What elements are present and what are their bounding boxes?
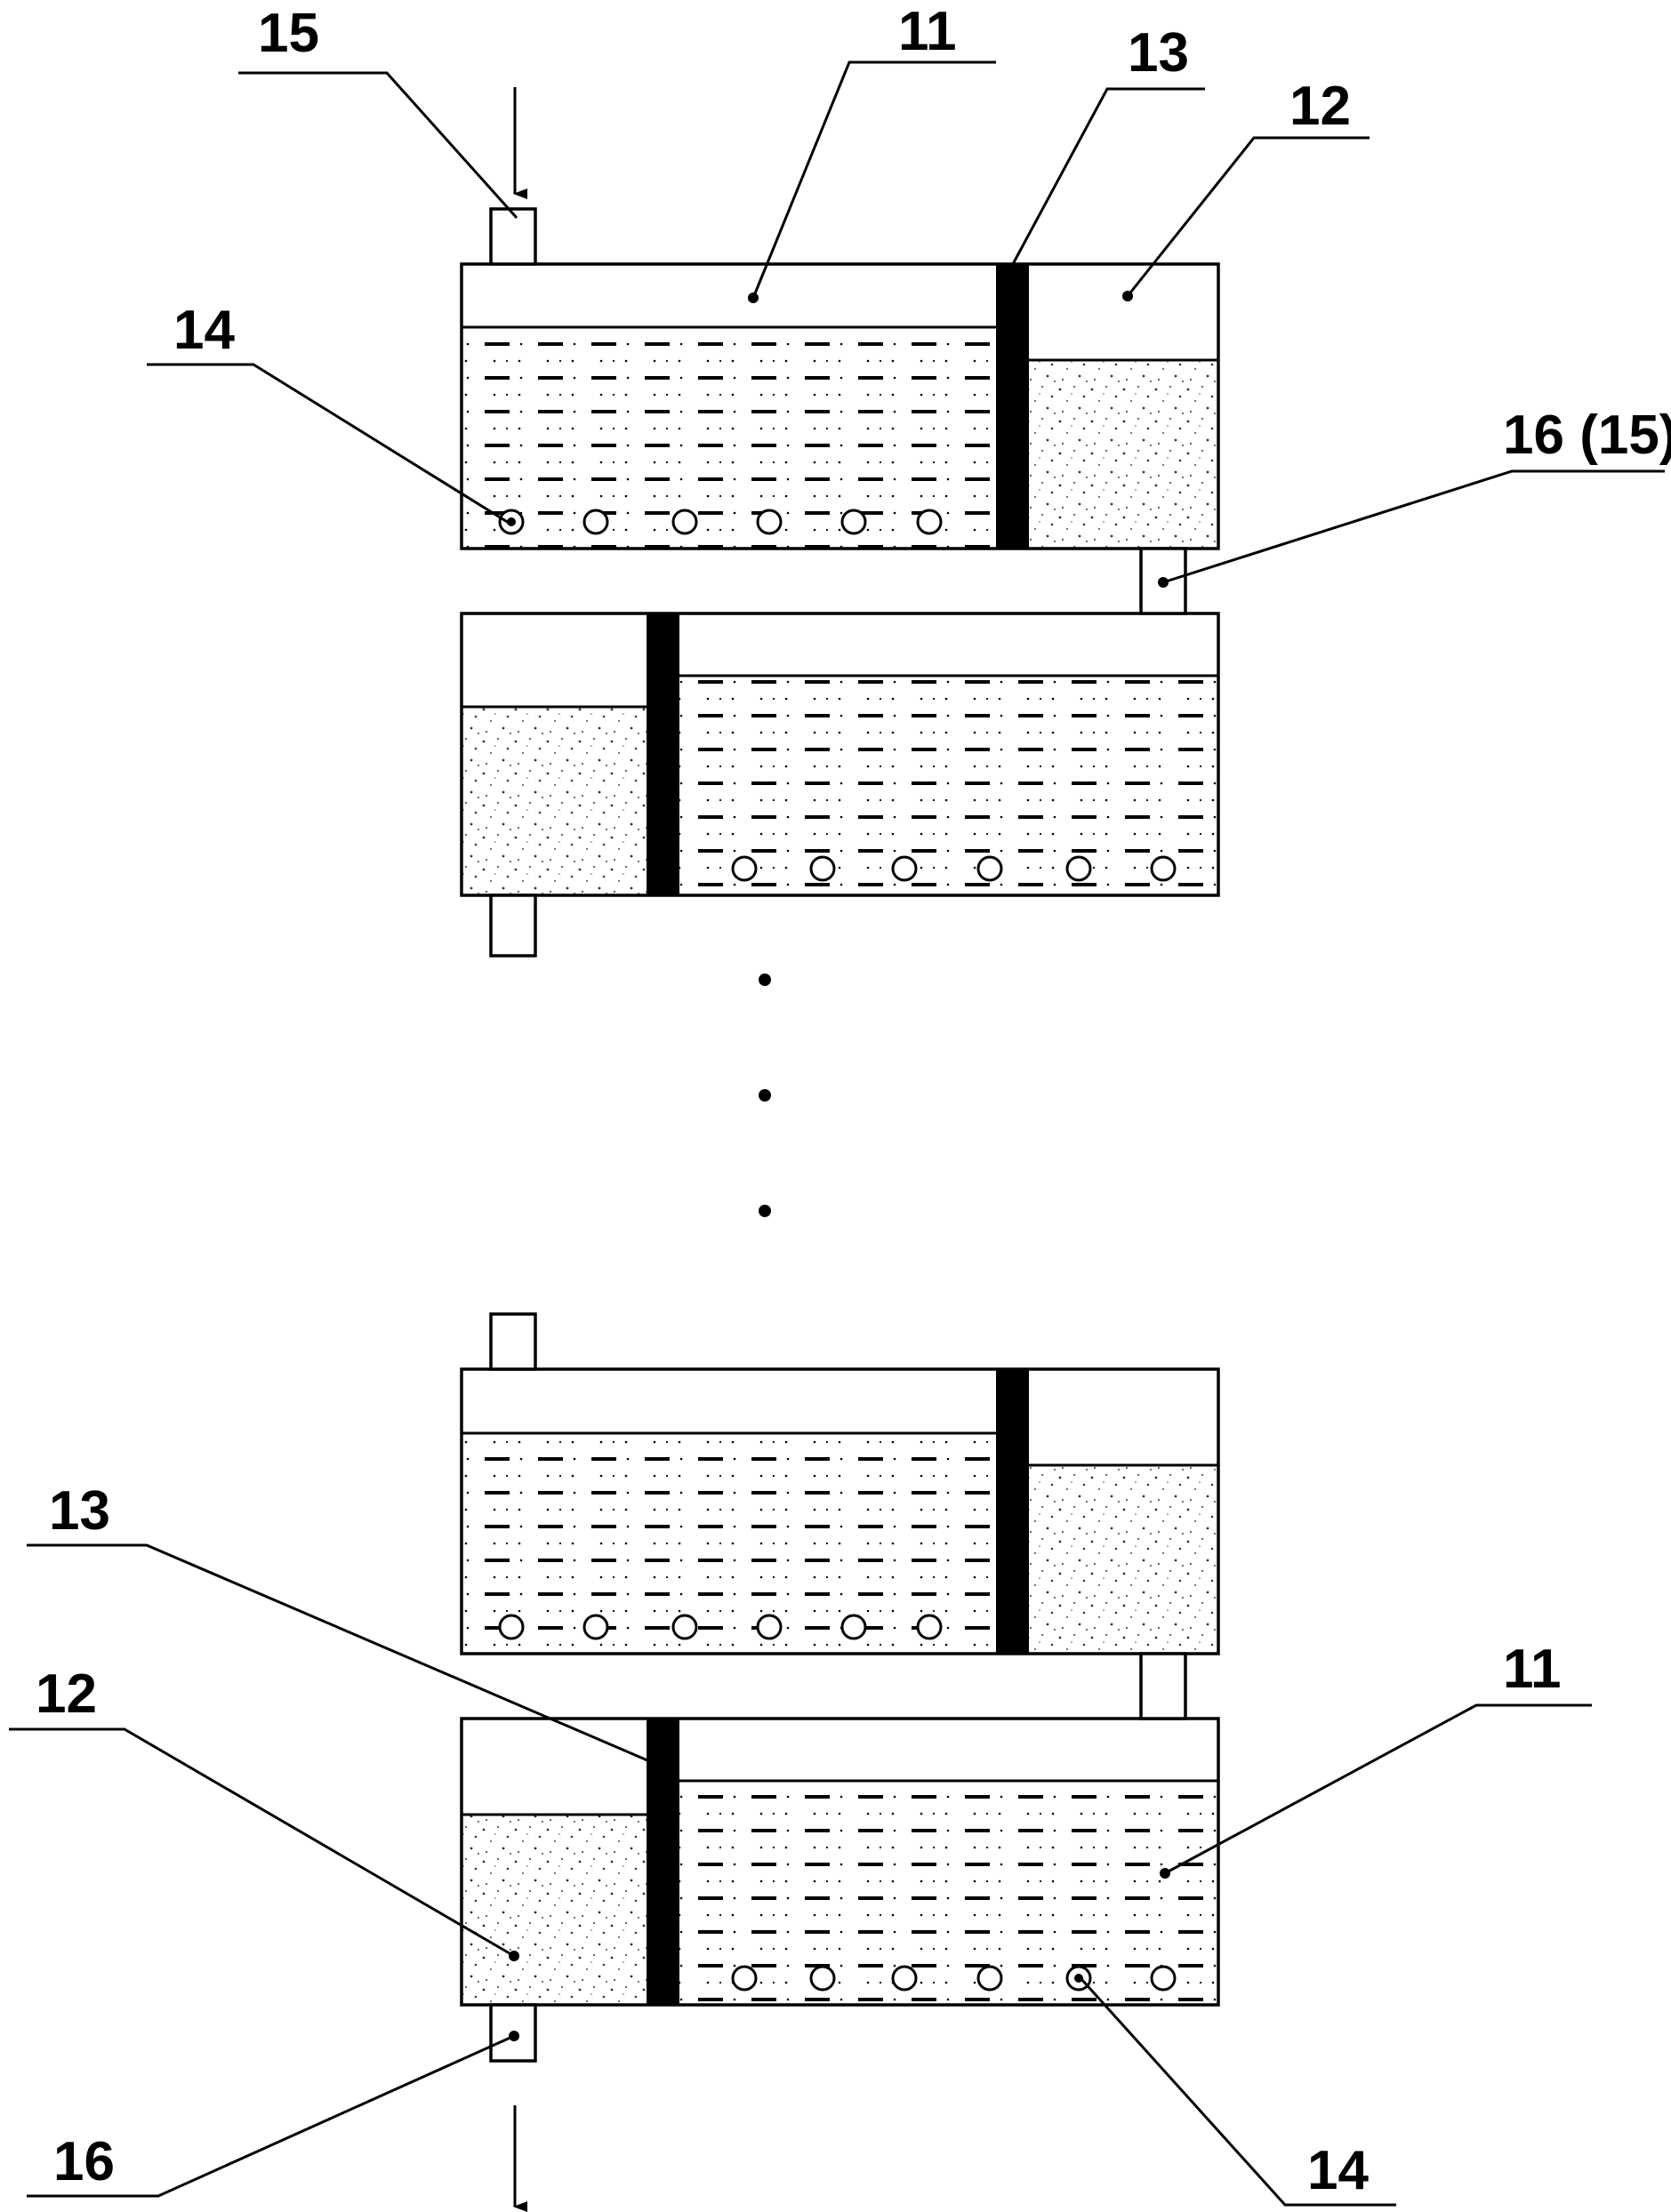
reactor-unit-3 <box>460 1367 1220 1655</box>
aeration-bubble <box>1150 855 1177 882</box>
aeration-bubble <box>731 855 758 882</box>
aeration-bubble <box>1065 855 1092 882</box>
separation-plate <box>647 613 679 895</box>
aeration-bubble <box>809 855 836 882</box>
label-11-bottom: 11 <box>1503 1639 1562 1700</box>
inlet-stub-pipe <box>489 1312 537 1371</box>
label-12-top: 12 <box>1289 76 1351 137</box>
aeration-bubble <box>756 509 783 535</box>
filter-media-zone <box>1029 1465 1218 1654</box>
continuation-dot <box>759 974 771 986</box>
aeration-bubble <box>671 1614 698 1640</box>
label-12-bottom: 12 <box>36 1663 97 1725</box>
aeration-bubble <box>1150 1965 1177 1992</box>
leader-14-bottom <box>1080 1977 1396 2207</box>
aeration-bubble <box>731 1965 758 1992</box>
leader-16-bottom <box>27 2034 515 2198</box>
aeration-bubble <box>916 1614 943 1640</box>
reactor-unit-1 <box>460 262 1220 550</box>
separation-plate <box>996 264 1029 549</box>
water-zone <box>679 676 1218 895</box>
label-16-bottom: 16 <box>53 2131 115 2192</box>
label-11-top: 11 <box>898 1 957 62</box>
callout-labels: 15 11 13 12 14 16 (15) 13 12 11 16 14 <box>36 1 1671 2201</box>
leader-12-top-dot <box>1122 291 1133 301</box>
aeration-bubble <box>582 509 609 535</box>
label-15-top: 15 <box>258 3 319 64</box>
label-13-bottom: 13 <box>49 1480 110 1542</box>
continuation-dot <box>759 1205 771 1217</box>
aeration-bubble <box>756 1614 783 1640</box>
leader-16-15 <box>1162 469 1665 584</box>
leader-12-bottom-dot <box>509 1951 519 1961</box>
separation-plate <box>647 1719 679 2005</box>
aeration-bubble <box>976 855 1003 882</box>
connecting-pipe <box>1139 1652 1187 1720</box>
aeration-bubble <box>582 1614 609 1640</box>
leader-12-top <box>1126 136 1370 297</box>
leader-16-bottom-dot <box>509 2031 519 2041</box>
continuation-dot <box>759 1089 771 1102</box>
leader-12-bottom <box>9 1727 515 1958</box>
aeration-bubble <box>840 1614 867 1640</box>
filter-media-zone <box>462 707 647 895</box>
filter-media-zone <box>1029 360 1218 549</box>
leader-11-top-dot <box>748 293 759 303</box>
label-13-top: 13 <box>1128 22 1189 84</box>
leader-13-top <box>1011 87 1205 265</box>
water-zone <box>462 1433 996 1654</box>
label-14-top: 14 <box>173 300 235 361</box>
aeration-bubble <box>809 1965 836 1992</box>
tank-outline <box>460 612 1220 897</box>
aeration-bubble <box>498 1614 525 1640</box>
aeration-bubble <box>840 509 867 535</box>
aeration-bubble <box>671 509 698 535</box>
filter-media-zone <box>462 1815 647 2005</box>
leader-11-top <box>751 60 996 299</box>
aeration-bubble <box>916 509 943 535</box>
leader-14-top <box>147 363 510 525</box>
separation-plate <box>996 1369 1029 1654</box>
tank-outline <box>460 1717 1220 2007</box>
water-zone <box>462 327 996 549</box>
leader-15 <box>238 71 518 220</box>
aeration-bubble <box>891 1965 918 1992</box>
water-zone <box>679 1781 1218 2005</box>
outlet-stub-pipe <box>489 894 537 958</box>
leader-lines <box>9 60 1665 2207</box>
leader-11-bottom-dot <box>1160 1868 1170 1879</box>
aeration-bubble <box>976 1965 1003 1992</box>
reactor-unit-4 <box>460 1717 1220 2007</box>
label-14-bottom: 14 <box>1307 2140 1369 2201</box>
tank-outline <box>460 262 1220 550</box>
label-16-15: 16 (15) <box>1503 405 1671 466</box>
continuation-dots <box>759 974 771 1217</box>
reactor-unit-2 <box>460 612 1220 897</box>
leader-16-15-dot <box>1158 577 1169 588</box>
aeration-bubble-marker <box>507 517 516 526</box>
reactor-units <box>460 262 1220 2007</box>
pipes <box>489 87 1187 2212</box>
aeration-bubble <box>891 855 918 882</box>
outlet-pipe <box>489 2003 537 2063</box>
leader-13-bottom <box>27 1543 655 1765</box>
leader-11-bottom <box>1164 1703 1592 1875</box>
tank-outline <box>460 1367 1220 1655</box>
inlet-pipe <box>489 207 537 266</box>
